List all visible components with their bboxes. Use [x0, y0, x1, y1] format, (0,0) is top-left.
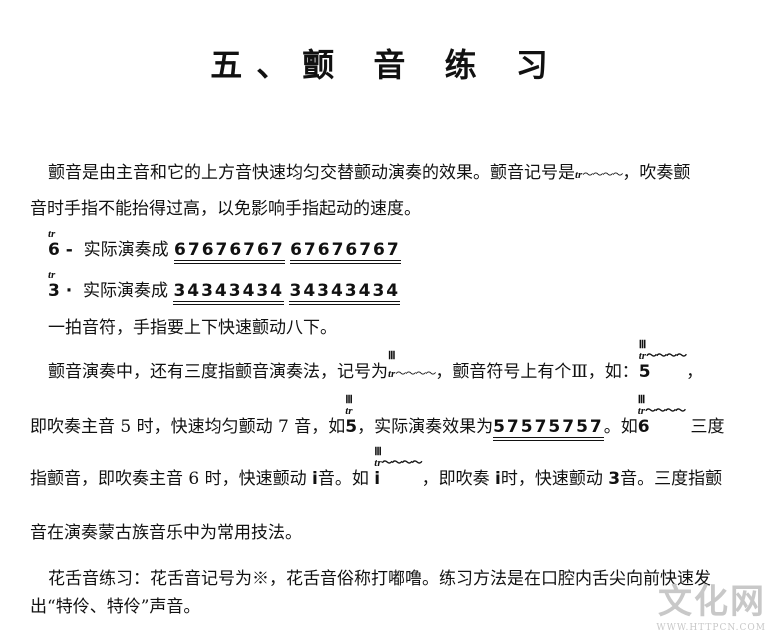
text: 指颤音，即吹奏主音 6 时，快速颤动 — [30, 469, 307, 489]
watermark: 文化网 WWW.HTTPCN.COM — [656, 574, 766, 633]
note: i — [495, 469, 501, 489]
text: ，颤音符号上有个Ⅲ，如： — [435, 362, 639, 382]
text: 音。三度指颤 — [620, 469, 723, 489]
trill-symbol: tr — [388, 368, 396, 380]
note-group: 67676767 — [174, 241, 285, 264]
trill-symbol: tr — [48, 228, 56, 240]
text: ，实际演奏效果为 — [357, 417, 494, 437]
trill-symbol: tr — [374, 457, 382, 469]
trill-symbol: tr — [575, 169, 583, 181]
para2: 一拍音符，手指要上下快速颤动八下。 — [48, 318, 337, 338]
note: 5 — [638, 362, 651, 382]
roman-three: Ⅲ — [638, 339, 647, 351]
note: 6 — [637, 417, 650, 437]
text: ，即吹奏 — [421, 469, 490, 489]
note-group: 34343434 — [289, 282, 401, 305]
note: 6 - — [48, 240, 73, 260]
roman-three: Ⅲ — [637, 394, 646, 406]
trill-wave: ～～～～ — [582, 168, 623, 181]
roman-three: Ⅲ — [345, 394, 353, 406]
note: i — [312, 469, 318, 489]
para1-line1: 颤音是由主音和它的上方音快速均匀交替颤动演奏的效果。颤音记号是tr～～～～，吹奏… — [48, 163, 690, 185]
label: 实际演奏成 — [83, 240, 169, 260]
trill-wave: ～～～～ — [646, 350, 687, 362]
note: 3 · — [48, 281, 73, 301]
text: 颤音演奏中，还有三度指颤音演奏法，记号为 — [48, 362, 388, 382]
text: 颤音是由主音和它的上方音快速均匀交替颤动演奏的效果。颤音记号是 — [48, 163, 575, 183]
page-title: 五、颤 音 练 习 — [210, 46, 562, 84]
label: 实际演奏成 — [83, 281, 169, 301]
para4-line1: 花舌音练习：花舌音记号为※，花舌音俗称打嘟噜。练习方法是在口腔内舌尖向前快速发 — [48, 569, 711, 589]
note-group: 57575757 — [493, 418, 604, 441]
note-group: 67676767 — [290, 241, 401, 264]
trill-symbol: tr — [345, 405, 353, 417]
roman-three: Ⅲ — [388, 350, 396, 362]
note: i — [374, 469, 381, 489]
trill-symbol: tr — [638, 350, 647, 362]
watermark-logo: 文化网 — [658, 582, 766, 622]
text: ，吹奏颤 — [622, 163, 691, 183]
text: 时，快速颤动 — [500, 469, 603, 489]
trill-symbol: tr — [637, 405, 646, 417]
roman-three: Ⅲ — [374, 446, 382, 458]
note: 5 — [345, 417, 358, 437]
trill-symbol: tr — [48, 269, 56, 281]
para1-line2: 音时手指不能抬得过高，以免影响手指起动的速度。 — [30, 199, 421, 219]
note-group: 34343434 — [173, 282, 285, 305]
text: 音。如 — [317, 469, 369, 489]
para3-line4: 音在演奏蒙古族音乐中为常用技法。 — [30, 523, 302, 543]
trill-wave: ～～～～ — [645, 405, 686, 417]
text: 即吹奏主音 5 时，快速均匀颤动 7 音，如 — [30, 417, 346, 437]
trill-wave: ～～～～ — [395, 367, 436, 380]
para4-line2: 出“特伶、特伶”声音。 — [30, 597, 201, 617]
watermark-url: WWW.HTTPCN.COM — [656, 623, 766, 633]
trill-wave: ～～～～ — [381, 457, 423, 469]
note: 3 — [608, 469, 621, 489]
text: 。如 — [603, 417, 638, 437]
text: ， — [686, 362, 704, 382]
text: 三度 — [690, 417, 725, 437]
